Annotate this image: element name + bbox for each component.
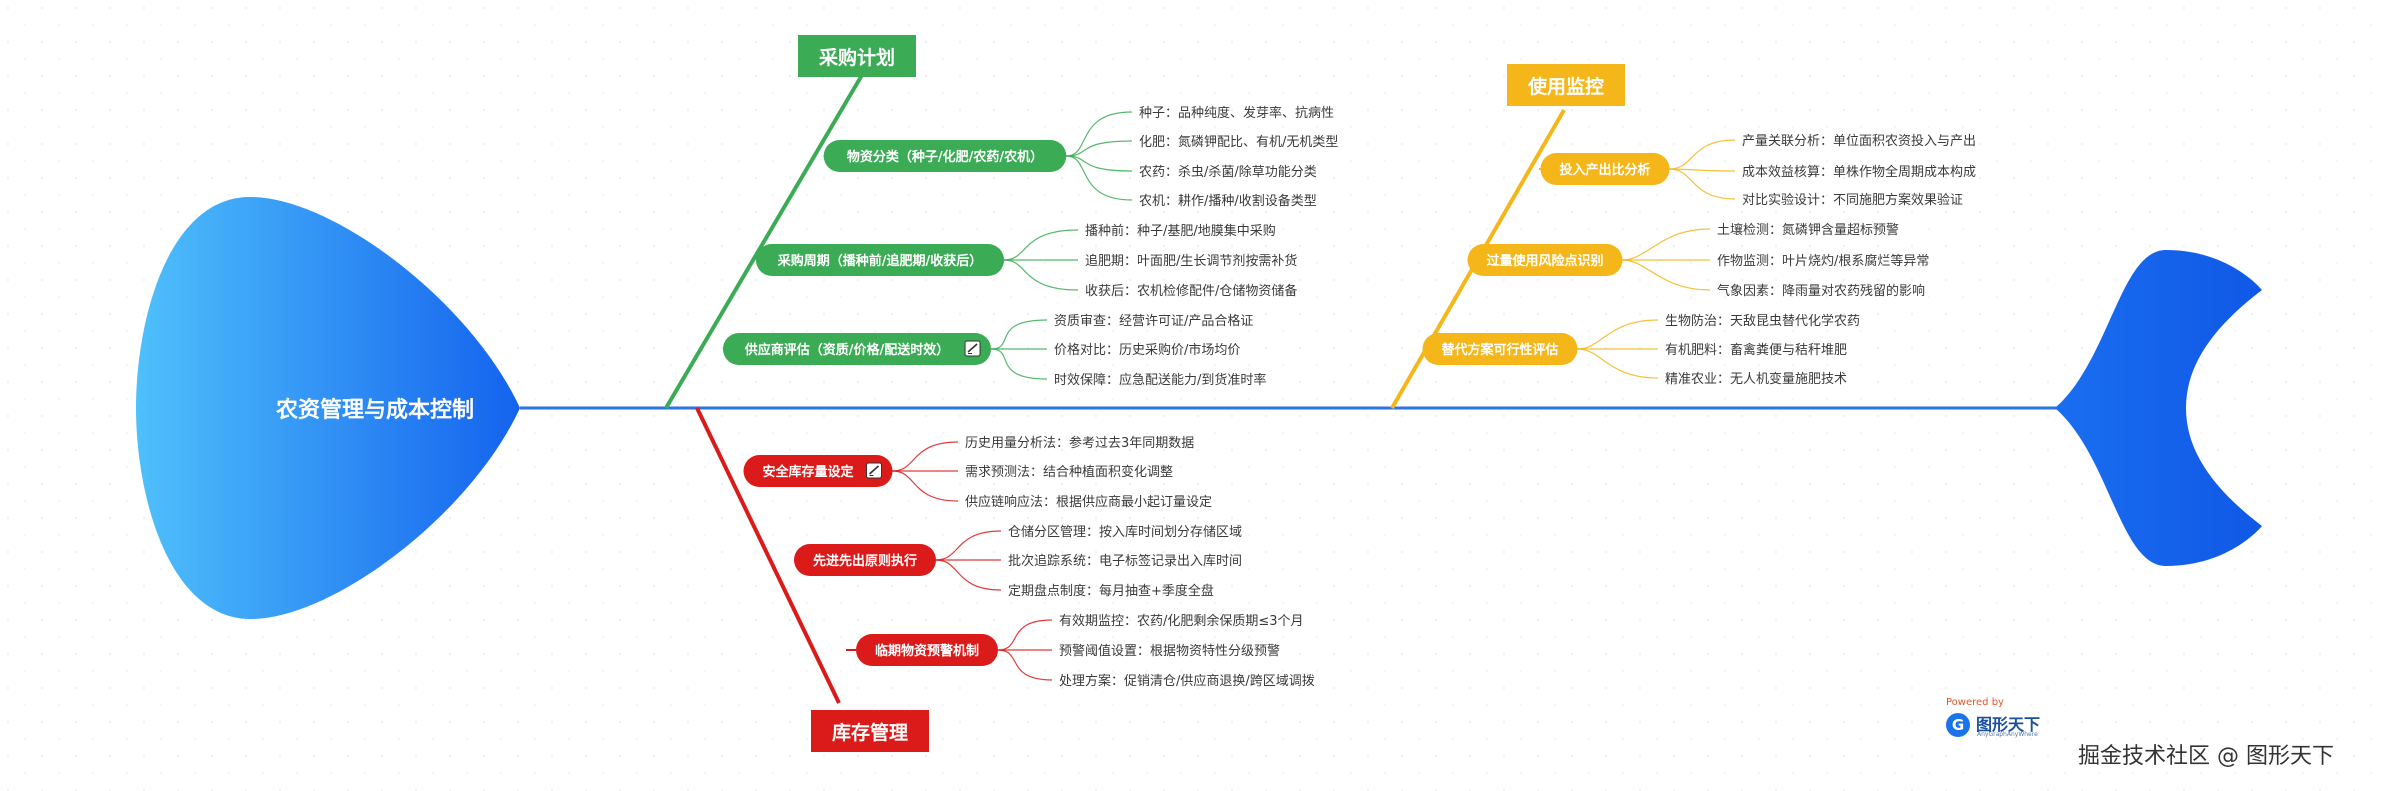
leaf-label: 收获后：农机检修配件/仓储物资储备 <box>1085 283 1297 299</box>
leaf-connector <box>991 319 1048 350</box>
sub-branch-label: 供应商评估（资质/价格/配送时效） <box>744 342 950 358</box>
sub-branch-node: 替代方案可行性评估 <box>1422 333 1578 365</box>
sub-branch-label: 采购周期（播种前/追肥期/收获后） <box>777 253 983 269</box>
leaf-connector <box>1622 228 1711 261</box>
bone-purchase <box>664 73 864 410</box>
leaf-label: 种子：品种纯度、发芽率、抗病性 <box>1139 105 1334 121</box>
leaf-label: 定期盘点制度：每月抽查+季度全盘 <box>1008 583 1214 599</box>
leaf-connector <box>997 649 1053 681</box>
category-monitor: 使用监控 <box>1507 64 1625 106</box>
sub-branch-pill <box>1540 153 1670 185</box>
leaf-connector <box>935 559 1002 591</box>
category-inventory: 库存管理 <box>811 710 929 752</box>
leaf-label: 对比实验设计：不同施肥方案效果验证 <box>1742 192 1963 208</box>
leaf-connector <box>1066 140 1133 157</box>
note-icon[interactable] <box>964 340 981 357</box>
leaf-label: 作物监测：叶片烧灼/根系腐烂等异常 <box>1717 253 1929 269</box>
sub-branch-pill <box>743 455 893 487</box>
leaf-connector <box>1669 139 1736 170</box>
sub-branch-node: 先进先出原则执行 <box>794 544 936 576</box>
diagram-title: 农资管理与成本控制 <box>275 398 474 423</box>
brand-name: 图形天下 <box>1976 715 2041 734</box>
sub-branch-node: 供应商评估（资质/价格/配送时效） <box>722 333 992 365</box>
sub-branch-pill <box>823 140 1067 172</box>
leaf-connector <box>1066 111 1133 157</box>
sub-branch-pill <box>856 634 998 666</box>
category-label: 采购计划 <box>818 46 895 69</box>
leaf-connector <box>1066 155 1133 201</box>
leaf-connector <box>1577 319 1659 350</box>
leaf-connector <box>1066 155 1133 172</box>
sub-branch-node: 采购周期（播种前/追肥期/收获后） <box>755 244 1005 276</box>
powered-by-text: Powered by <box>1946 697 2004 708</box>
leaf-connector <box>1004 229 1079 261</box>
sub-branch-label: 先进先出原则执行 <box>813 553 917 569</box>
sub-branch-node: 临期物资预警机制 <box>856 634 998 666</box>
leaf-connector <box>1577 348 1659 379</box>
leaf-label: 农机：耕作/播种/收割设备类型 <box>1139 193 1317 209</box>
sub-branch-node: 投入产出比分析 <box>1540 153 1670 185</box>
bone-inventory <box>695 407 841 704</box>
leaf-connector <box>997 619 1053 651</box>
leaf-label: 时效保障：应急配送能力/到货准时率 <box>1054 372 1266 388</box>
leaf-connector <box>1669 168 1736 200</box>
sub-branch-pill <box>1422 333 1578 365</box>
leaf-label: 气象因素：降雨量对农药残留的影响 <box>1717 283 1925 299</box>
leaf-label: 需求预测法：结合种植面积变化调整 <box>965 464 1173 480</box>
leaf-label: 处理方案：促销清仓/供应商退换/跨区域调拨 <box>1059 673 1315 689</box>
sub-branch-node: 过量使用风险点识别 <box>1467 244 1623 276</box>
leaf-label: 价格对比：历史采购价/市场均价 <box>1054 342 1240 358</box>
leaf-label: 成本效益核算：单株作物全周期成本构成 <box>1742 164 1976 180</box>
leaf-label: 化肥：氮磷钾配比、有机/无机类型 <box>1139 135 1338 150</box>
leaf-label: 供应链响应法：根据供应商最小起订量设定 <box>965 494 1212 510</box>
leaf-label: 产量关联分析：单位面积农资投入与产出 <box>1742 133 1976 149</box>
sub-branch-label: 过量使用风险点识别 <box>1486 253 1603 269</box>
category-label: 库存管理 <box>831 721 908 744</box>
brand-tagline: AnyGraphAnyWhere <box>1977 731 2038 738</box>
sub-branch-node: 安全库存量设定 <box>743 455 893 487</box>
sub-branch-label: 临期物资预警机制 <box>875 643 979 659</box>
leaf-label: 批次追踪系统：电子标签记录出入库时间 <box>1008 553 1242 569</box>
note-icon[interactable] <box>866 462 882 479</box>
leaf-connector <box>1004 259 1079 291</box>
leaf-label: 追肥期：叶面肥/生长调节剂按需补货 <box>1085 253 1297 269</box>
brand-mark-icon: G <box>1946 713 1970 737</box>
leaf-label: 生物防治：天敌昆虫替代化学农药 <box>1665 313 1860 329</box>
sub-branch-label: 物资分类（种子/化肥/农药/农机） <box>847 149 1043 165</box>
leaf-connector <box>892 470 959 502</box>
sub-branch-pill <box>794 544 936 576</box>
sub-branch-pill <box>722 333 992 365</box>
leaf-label: 资质审查：经营许可证/产品合格证 <box>1054 313 1253 329</box>
fish-tail <box>2055 250 2262 566</box>
leaf-label: 播种前：种子/基肥/地膜集中采购 <box>1085 223 1276 239</box>
leaf-label: 仓储分区管理：按入库时间划分存储区域 <box>1008 524 1242 540</box>
sub-branch-pill <box>1467 244 1623 276</box>
leaf-label: 预警阈值设置：根据物资特性分级预警 <box>1059 643 1280 659</box>
brand-logo: Powered by G 图形天下 AnyGraphAnyWhere <box>1946 697 2066 747</box>
category-label: 使用监控 <box>1527 75 1604 98</box>
leaf-label: 历史用量分析法：参考过去3年同期数据 <box>965 435 1194 451</box>
leaf-label: 有效期监控：农药/化肥剩余保质期≤3个月 <box>1059 613 1304 629</box>
leaf-connector <box>892 441 959 472</box>
leaf-connector <box>991 348 1048 380</box>
watermark-text: 掘金技术社区 @ 图形天下 <box>2078 744 2334 769</box>
sub-branch-label: 安全库存量设定 <box>762 464 853 480</box>
fish-head <box>136 196 520 620</box>
leaf-label: 土壤检测：氮磷钾含量超标预警 <box>1717 222 1899 238</box>
sub-branch-label: 投入产出比分析 <box>1559 162 1650 178</box>
sub-branch-pill <box>755 244 1005 276</box>
leaf-label: 农药：杀虫/杀菌/除草功能分类 <box>1139 165 1317 180</box>
leaf-connector <box>935 530 1002 561</box>
leaf-label: 有机肥料：畜禽粪便与秸秆堆肥 <box>1665 342 1847 358</box>
sub-branch-node: 物资分类（种子/化肥/农药/农机） <box>823 140 1067 172</box>
leaf-connector <box>1669 168 1736 172</box>
leaf-label: 精准农业：无人机变量施肥技术 <box>1665 371 1847 387</box>
leaf-connector <box>1622 259 1711 291</box>
sub-branch-label: 替代方案可行性评估 <box>1441 342 1558 358</box>
category-purchase: 采购计划 <box>798 35 916 77</box>
